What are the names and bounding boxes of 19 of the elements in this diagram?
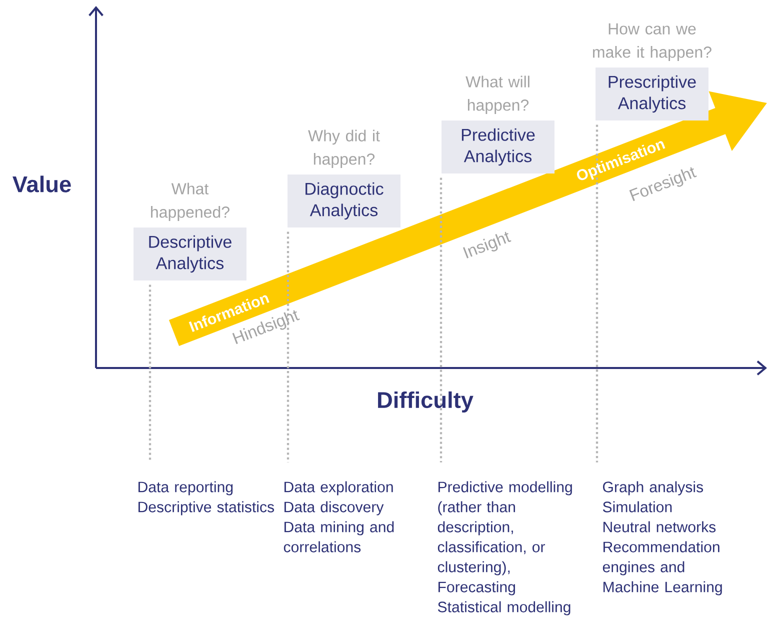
dotted-line	[286, 232, 290, 462]
technique-list: Data reporting Descriptive statistics	[138, 481, 274, 516]
question-text: What will happen?	[466, 76, 530, 114]
technique-list: Graph analysis Simulation Neutral networks Recommendation engines and Machine Learning	[602, 481, 722, 596]
analytics-box: Diagnoctic Analytics	[288, 174, 400, 228]
question-text: How can we make it happen?	[593, 23, 712, 61]
dotted-line	[148, 284, 152, 462]
question-text: What happened?	[151, 182, 230, 221]
dotted-line	[440, 178, 442, 462]
technique-list: Predictive modelling (rather than description, classification, or clustering), Forecasting Statistical modelling	[438, 481, 572, 616]
analytics-box: Prescriptive Analytics	[596, 68, 708, 120]
dotted-line	[596, 124, 598, 462]
question-text: Why did it happen?	[308, 130, 380, 168]
technique-list: Data exploration Data discovery Data mining and correlations	[284, 481, 394, 552]
analytics-box: Predictive Analytics	[442, 120, 554, 174]
axis-label: Value	[12, 176, 71, 192]
phase-label: Insight	[462, 232, 512, 258]
axis-label: Difficulty	[378, 391, 474, 413]
analytics-box: Descriptive Analytics	[134, 228, 246, 280]
